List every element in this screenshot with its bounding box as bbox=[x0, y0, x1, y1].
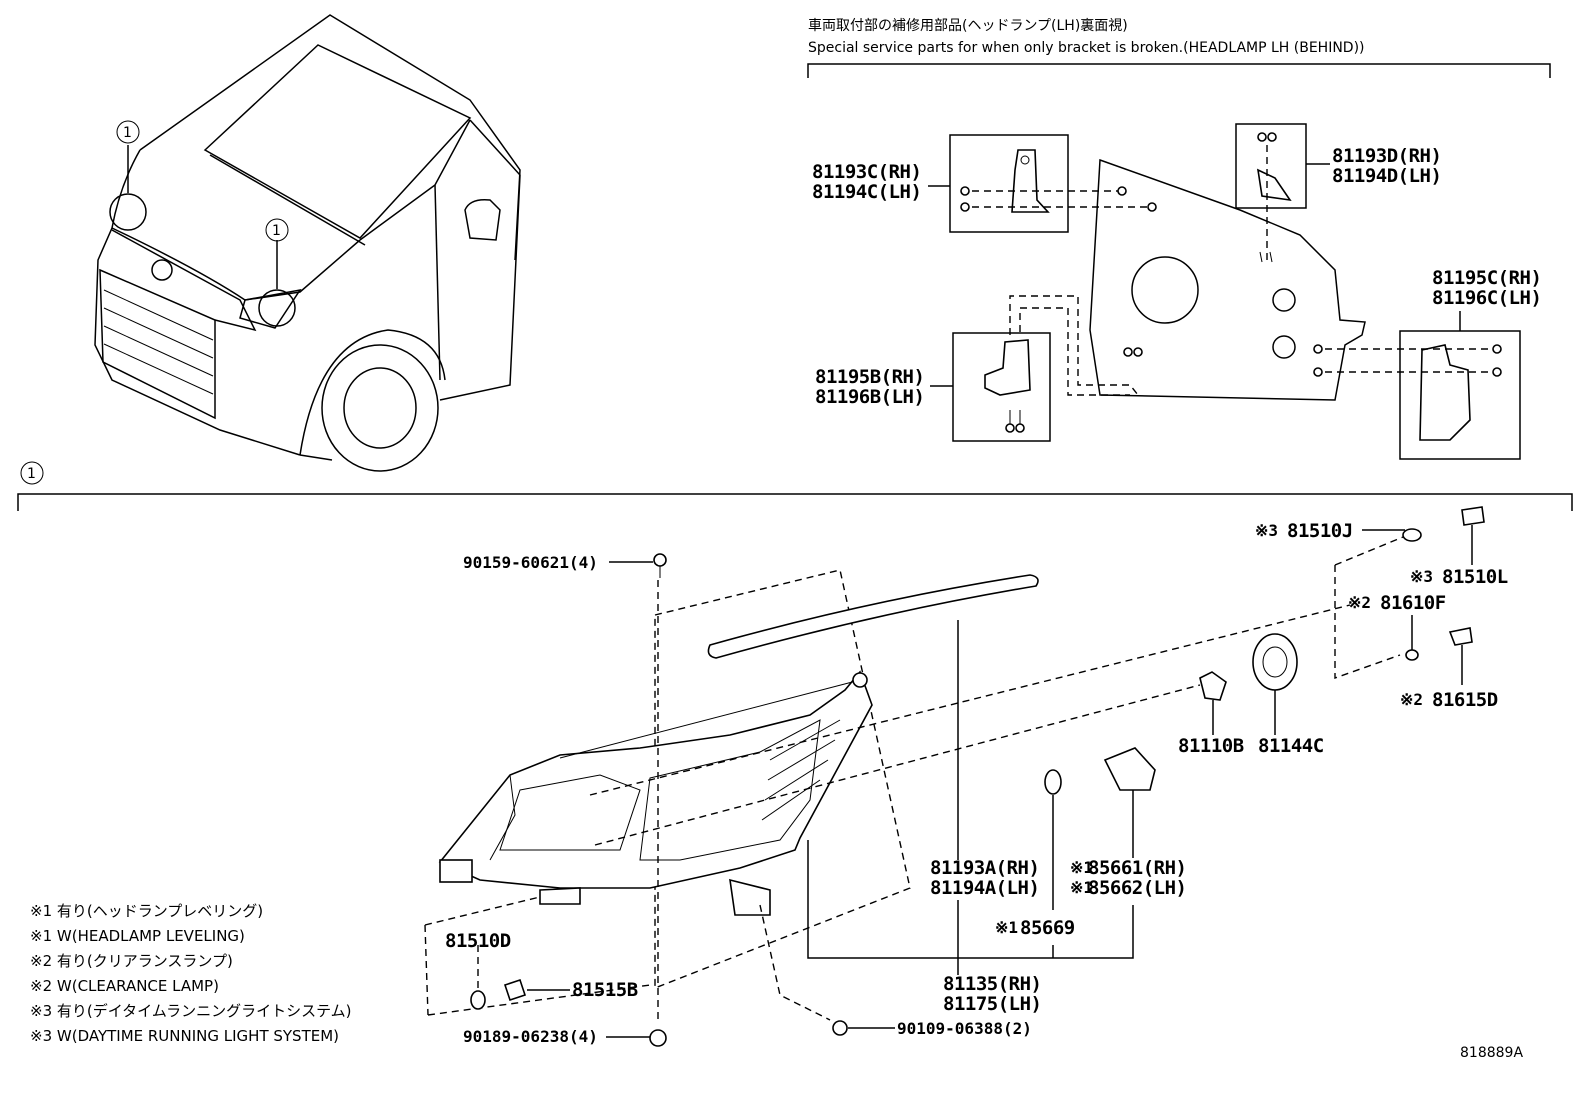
socket-81515B bbox=[503, 978, 527, 1002]
bracket-b-box bbox=[952, 332, 1051, 442]
note-2-en: ※2 W(CLEARANCE LAMP) bbox=[30, 977, 219, 995]
label-81510J: 81510J bbox=[1287, 520, 1353, 542]
bulb-81610F bbox=[1405, 649, 1419, 661]
mark-81610F: ※2 bbox=[1348, 593, 1371, 612]
bulb-81510D bbox=[470, 990, 486, 1010]
label-81194C: 81194C(LH) bbox=[812, 181, 921, 203]
label-85669: 85669 bbox=[1020, 917, 1075, 939]
bracket-service-section: 車両取付部の補修用部品(ヘッドランプ(LH)裏面視) Special servi… bbox=[807, 17, 1551, 460]
legend-notes: ※1 有り(ヘッドランプレベリング) ※1 W(HEADLAMP LEVELIN… bbox=[30, 902, 352, 1045]
label-81175: 81175(LH) bbox=[943, 993, 1041, 1015]
label-81196B: 81196B(LH) bbox=[815, 386, 924, 408]
socket-81510L bbox=[1461, 506, 1485, 526]
label-81135: 81135(RH) bbox=[943, 973, 1041, 995]
callout-1-section: 1 bbox=[27, 466, 36, 482]
bracket-c-box bbox=[949, 134, 1069, 233]
label-81510D: 81510D bbox=[445, 930, 511, 952]
mark-85661: ※1 bbox=[1070, 858, 1093, 877]
oring-85669 bbox=[1044, 769, 1062, 795]
note-3-jp: ※3 有り(デイタイムランニングライトシステム) bbox=[30, 1002, 352, 1020]
bracket-title-jp: 車両取付部の補修用部品(ヘッドランプ(LH)裏面視) bbox=[808, 17, 1128, 34]
mark-81615D: ※2 bbox=[1400, 690, 1423, 709]
headlamp-rh-highlight bbox=[109, 193, 147, 231]
mark-81510L: ※3 bbox=[1410, 567, 1433, 586]
label-81193A: 81193A(RH) bbox=[930, 857, 1039, 879]
motor-85661 bbox=[1103, 747, 1156, 791]
mark-81510J: ※3 bbox=[1255, 521, 1278, 540]
trim-strip bbox=[707, 574, 1039, 659]
callout-1-rh: 1 bbox=[123, 125, 132, 141]
bulb-81510J bbox=[1402, 528, 1422, 542]
label-85661: 85661(RH) bbox=[1088, 857, 1186, 879]
note-1-en: ※1 W(HEADLAMP LEVELING) bbox=[30, 927, 245, 945]
note-3-en: ※3 W(DAYTIME RUNNING LIGHT SYSTEM) bbox=[30, 1027, 339, 1045]
socket-81615D bbox=[1448, 627, 1473, 646]
label-81110B: 81110B bbox=[1178, 735, 1244, 757]
figure-id: 818889A bbox=[1460, 1045, 1523, 1061]
label-81615D: 81615D bbox=[1432, 689, 1498, 711]
label-81195B: 81195B(RH) bbox=[815, 366, 924, 388]
vehicle-front-illustration: 1 1 bbox=[94, 14, 521, 472]
label-81195C: 81195C(RH) bbox=[1432, 267, 1541, 289]
label-81610F: 81610F bbox=[1380, 592, 1446, 614]
label-81144C: 81144C bbox=[1258, 735, 1324, 757]
label-85662: 85662(LH) bbox=[1088, 877, 1186, 899]
label-90189: 90189-06238(4) bbox=[463, 1027, 598, 1046]
cap-81144C bbox=[1252, 633, 1298, 691]
label-81193C: 81193C(RH) bbox=[812, 161, 921, 183]
bracket-title-en: Special service parts for when only brac… bbox=[808, 40, 1365, 56]
label-81196C: 81196C(LH) bbox=[1432, 287, 1541, 309]
label-81515B: 81515B bbox=[572, 979, 638, 1001]
note-1-jp: ※1 有り(ヘッドランプレベリング) bbox=[30, 902, 263, 920]
label-90159: 90159-60621(4) bbox=[463, 553, 598, 572]
callout-1-lh: 1 bbox=[272, 223, 281, 239]
label-81194A: 81194A(LH) bbox=[930, 877, 1039, 899]
label-81510L: 81510L bbox=[1442, 566, 1508, 588]
bulb-81110B bbox=[1199, 671, 1227, 701]
bracket-d-box bbox=[1235, 123, 1307, 209]
mark-85662: ※1 bbox=[1070, 878, 1093, 897]
note-2-jp: ※2 有り(クリアランスランプ) bbox=[30, 952, 233, 970]
headlamp-unit bbox=[438, 670, 873, 916]
headlamp-assembly-section: 1 90159-606 bbox=[17, 461, 1573, 1047]
label-81194D: 81194D(LH) bbox=[1332, 165, 1441, 187]
headlamp-lh-highlight bbox=[258, 289, 296, 327]
mark-85669: ※1 bbox=[995, 918, 1018, 937]
label-90109: 90109-06388(2) bbox=[897, 1019, 1032, 1038]
label-81193D: 81193D(RH) bbox=[1332, 145, 1441, 167]
